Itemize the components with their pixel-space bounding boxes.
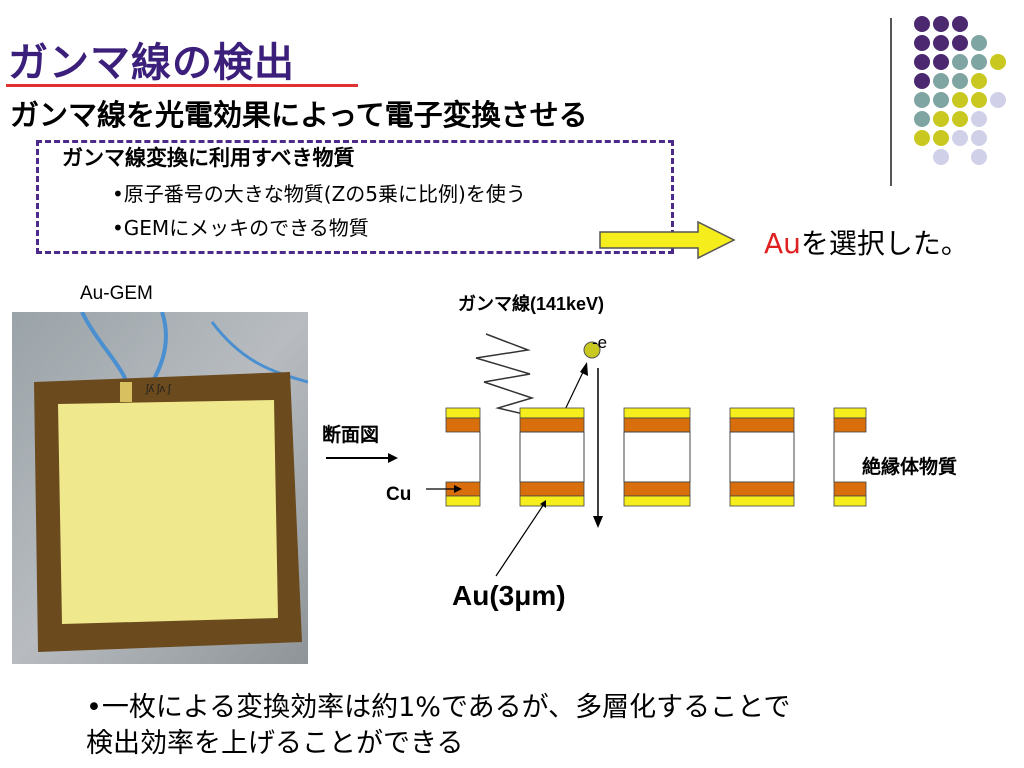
- choice-statement: Auを選択した。: [764, 222, 969, 262]
- au-thickness-label: Au(3μm): [452, 580, 566, 611]
- decor-dot: [952, 73, 968, 89]
- gem-segment: [729, 407, 795, 507]
- decor-dot: [914, 73, 930, 89]
- right-arrowhead: [388, 453, 398, 463]
- choice-rest: を選択した。: [800, 227, 969, 260]
- down-arrowhead: [593, 516, 603, 528]
- decorative-divider: [890, 18, 892, 186]
- decor-dot: [914, 111, 930, 127]
- cu-label: Cu: [386, 484, 412, 505]
- decor-dot: [971, 35, 987, 51]
- gem-segment: [833, 407, 867, 507]
- bottom-note-line: 検出効率を上げることができる: [86, 728, 464, 759]
- decor-dot: [952, 92, 968, 108]
- decor-dot: [952, 35, 968, 51]
- decor-dot: [933, 54, 949, 70]
- decor-dot: [914, 16, 930, 32]
- svg-text:ʃʎ ʃʌ ʃ: ʃʎ ʃʌ ʃ: [145, 383, 172, 395]
- criteria-heading: ガンマ線変換に利用すべき物質: [62, 146, 355, 170]
- decor-dot: [990, 92, 1006, 108]
- decor-dot: [933, 73, 949, 89]
- criteria-box: [36, 140, 674, 254]
- decor-dot: [933, 111, 949, 127]
- gem-segment: [519, 407, 585, 507]
- photo-caption: Au-GEM: [80, 283, 153, 304]
- bottom-note: •一枚による変換効率は約1%であるが、多層化することで 検出効率を上げることがで…: [86, 690, 986, 762]
- decor-dot: [990, 54, 1006, 70]
- decor-dot: [971, 130, 987, 146]
- electron-label: -e: [592, 333, 608, 352]
- criteria-bullet: •GEMにメッキのできる物質: [112, 216, 369, 240]
- criteria-bullet: •原子番号の大きな物質(Zの5乗に比例)を使う: [112, 182, 526, 206]
- decor-dot: [971, 149, 987, 165]
- decor-dot: [914, 92, 930, 108]
- decor-dot: [971, 73, 987, 89]
- slide-title: ガンマ線の検出: [8, 40, 295, 86]
- decor-dot: [971, 54, 987, 70]
- decor-dot: [933, 35, 949, 51]
- decorative-dot-grid: [0, 0, 1024, 180]
- title-underline: [6, 84, 358, 87]
- decor-dot: [952, 54, 968, 70]
- insulator-label: 絶縁体物質: [862, 457, 958, 478]
- decor-dot: [952, 16, 968, 32]
- gamma-ray-wave: [475, 333, 535, 417]
- decor-dot: [952, 130, 968, 146]
- cross-section-label: 断面図: [322, 425, 380, 446]
- decor-dot: [933, 130, 949, 146]
- yellow-arrow-icon: [599, 220, 736, 260]
- slide-subtitle: ガンマ線を光電効果によって電子変換させる: [10, 98, 588, 132]
- au-gem-photo: ʃʎ ʃʌ ʃ: [12, 312, 308, 664]
- decor-dot: [952, 111, 968, 127]
- decor-dot: [933, 92, 949, 108]
- gem-segment: [445, 407, 481, 507]
- decor-dot: [914, 54, 930, 70]
- decor-dot: [914, 35, 930, 51]
- cross-section-diagram: [326, 333, 867, 577]
- choice-highlight: Au: [764, 227, 801, 260]
- gamma-ray-label: ガンマ線(141keV): [458, 294, 605, 314]
- decor-dot: [971, 92, 987, 108]
- bottom-note-line: •一枚による変換効率は約1%であるが、多層化することで: [86, 692, 791, 723]
- decor-dot: [914, 130, 930, 146]
- gem-segment: [623, 407, 691, 507]
- decor-dot: [933, 149, 949, 165]
- decor-dot: [971, 111, 987, 127]
- decor-dot: [933, 16, 949, 32]
- electron-dot: [583, 341, 601, 359]
